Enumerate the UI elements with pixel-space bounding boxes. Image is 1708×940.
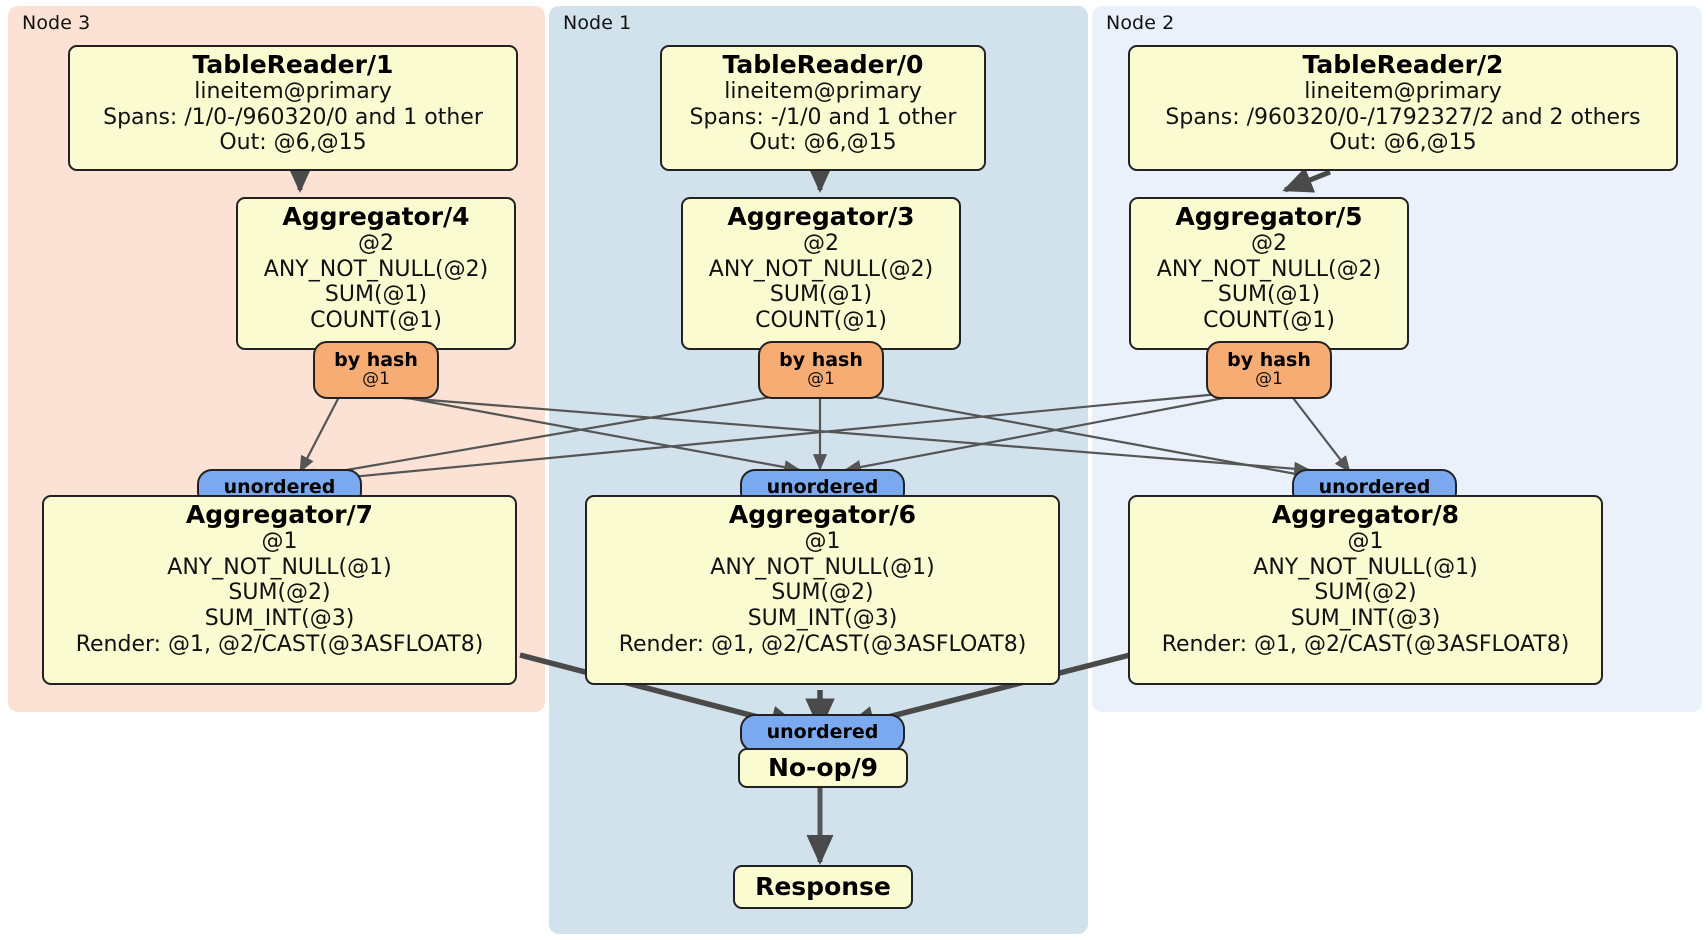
router-title: unordered bbox=[1318, 476, 1431, 499]
router-subtitle: @1 bbox=[807, 369, 835, 390]
node-label-node1: Node 1 bbox=[563, 12, 632, 34]
router-title: unordered bbox=[766, 721, 879, 744]
router-title: unordered bbox=[766, 476, 879, 499]
processor-line: Out: @6,@15 bbox=[749, 130, 897, 156]
processor-line: SUM(@1) bbox=[324, 282, 428, 308]
processor-line: Out: @6,@15 bbox=[219, 130, 367, 156]
processor-line: ANY_NOT_NULL(@2) bbox=[708, 256, 934, 282]
processor-line: ANY_NOT_NULL(@1) bbox=[1253, 554, 1478, 580]
processor-aggregator-4[interactable]: Aggregator/4 @2 ANY_NOT_NULL(@2) SUM(@1)… bbox=[236, 197, 516, 350]
processor-aggregator-5[interactable]: Aggregator/5 @2 ANY_NOT_NULL(@2) SUM(@1)… bbox=[1129, 197, 1409, 350]
processor-line: ANY_NOT_NULL(@2) bbox=[263, 256, 489, 282]
processor-title: TableReader/0 bbox=[722, 50, 924, 79]
router-subtitle: @1 bbox=[362, 369, 390, 390]
processor-aggregator-8[interactable]: Aggregator/8 @1 ANY_NOT_NULL(@1) SUM(@2)… bbox=[1128, 495, 1603, 685]
router-title: by hash bbox=[334, 349, 418, 372]
processor-title: TableReader/1 bbox=[192, 50, 394, 79]
router-title: unordered bbox=[223, 476, 336, 499]
processor-line: Render: @1, @2/CAST(@3ASFLOAT8) bbox=[618, 631, 1027, 657]
processor-line: ANY_NOT_NULL(@2) bbox=[1156, 256, 1382, 282]
processor-line: ANY_NOT_NULL(@1) bbox=[167, 554, 392, 580]
processor-title: Response bbox=[755, 872, 891, 901]
router-unordered-final[interactable]: unordered bbox=[740, 714, 905, 752]
processor-line: @1 bbox=[1347, 529, 1384, 554]
processor-line: lineitem@primary bbox=[724, 79, 922, 104]
processor-line: SUM_INT(@3) bbox=[204, 606, 355, 632]
processor-noop-9[interactable]: No-op/9 bbox=[738, 748, 908, 788]
processor-title: Aggregator/6 bbox=[728, 500, 917, 529]
processor-line: lineitem@primary bbox=[194, 79, 392, 104]
processor-line: @2 bbox=[1251, 231, 1287, 256]
router-title: by hash bbox=[1227, 349, 1311, 372]
processor-title: Aggregator/5 bbox=[1175, 202, 1363, 231]
processor-line: Spans: /1/0-/960320/0 and 1 other bbox=[103, 104, 483, 130]
processor-line: Spans: /960320/0-/1792327/2 and 2 others bbox=[1165, 104, 1641, 130]
processor-line: Out: @6,@15 bbox=[1329, 130, 1477, 156]
processor-line: SUM_INT(@3) bbox=[1290, 606, 1441, 632]
processor-line: @2 bbox=[803, 231, 839, 256]
processor-line: SUM(@2) bbox=[771, 580, 874, 606]
processor-line: COUNT(@1) bbox=[310, 308, 442, 334]
processor-response[interactable]: Response bbox=[733, 865, 913, 909]
processor-line: SUM(@2) bbox=[228, 580, 331, 606]
processor-aggregator-6[interactable]: Aggregator/6 @1 ANY_NOT_NULL(@1) SUM(@2)… bbox=[585, 495, 1060, 685]
processor-line: Render: @1, @2/CAST(@3ASFLOAT8) bbox=[75, 631, 484, 657]
processor-line: Spans: -/1/0 and 1 other bbox=[689, 104, 957, 130]
processor-title: Aggregator/4 bbox=[282, 202, 470, 231]
node-label-node3: Node 3 bbox=[22, 12, 91, 34]
processor-title: No-op/9 bbox=[767, 753, 879, 782]
node-label-node2: Node 2 bbox=[1106, 12, 1175, 34]
processor-table-reader-2[interactable]: TableReader/2 lineitem@primary Spans: /9… bbox=[1128, 45, 1678, 171]
processor-line: @2 bbox=[358, 231, 394, 256]
processor-table-reader-1[interactable]: TableReader/1 lineitem@primary Spans: /1… bbox=[68, 45, 518, 171]
processor-title: Aggregator/8 bbox=[1271, 500, 1460, 529]
processor-table-reader-0[interactable]: TableReader/0 lineitem@primary Spans: -/… bbox=[660, 45, 986, 171]
processor-line: SUM(@1) bbox=[1217, 282, 1321, 308]
processor-line: COUNT(@1) bbox=[1203, 308, 1335, 334]
processor-line: lineitem@primary bbox=[1304, 79, 1502, 104]
processor-line: @1 bbox=[261, 529, 298, 554]
processor-title: Aggregator/7 bbox=[185, 500, 374, 529]
processor-aggregator-3[interactable]: Aggregator/3 @2 ANY_NOT_NULL(@2) SUM(@1)… bbox=[681, 197, 961, 350]
router-subtitle: @1 bbox=[1255, 369, 1283, 390]
processor-line: SUM(@1) bbox=[769, 282, 873, 308]
processor-line: ANY_NOT_NULL(@1) bbox=[710, 554, 935, 580]
router-by-hash-mid[interactable]: by hash @1 bbox=[758, 341, 884, 399]
processor-line: @1 bbox=[804, 529, 841, 554]
processor-title: Aggregator/3 bbox=[727, 202, 915, 231]
processor-line: COUNT(@1) bbox=[755, 308, 887, 334]
router-by-hash-right[interactable]: by hash @1 bbox=[1206, 341, 1332, 399]
processor-title: TableReader/2 bbox=[1302, 50, 1504, 79]
processor-line: SUM_INT(@3) bbox=[747, 606, 898, 632]
processor-aggregator-7[interactable]: Aggregator/7 @1 ANY_NOT_NULL(@1) SUM(@2)… bbox=[42, 495, 517, 685]
router-title: by hash bbox=[779, 349, 863, 372]
processor-line: Render: @1, @2/CAST(@3ASFLOAT8) bbox=[1161, 631, 1570, 657]
router-by-hash-left[interactable]: by hash @1 bbox=[313, 341, 439, 399]
processor-line: SUM(@2) bbox=[1314, 580, 1417, 606]
